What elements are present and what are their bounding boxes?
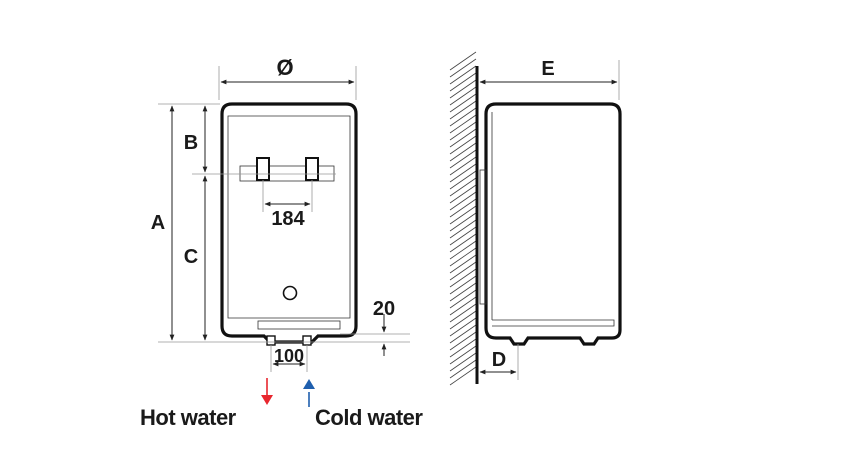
hot-water-fitting: [266, 335, 276, 346]
arrow-down-icon: [261, 378, 273, 405]
bracket-slot-left: [256, 157, 270, 181]
bracket-spacing-label: 184: [271, 208, 305, 230]
cold-water-label: Cold water: [315, 405, 423, 430]
wall-bracket: [479, 169, 487, 305]
pipe-spacing-label: 100: [274, 346, 304, 366]
dimension-d-label: D: [492, 349, 506, 371]
dimension-b-label: B: [184, 132, 198, 154]
hot-water-label: Hot water: [140, 405, 237, 430]
dimension-c-label: C: [184, 246, 198, 268]
side-tank-body: [484, 102, 622, 346]
front-view: Ø A B C 184 20 100: [140, 55, 424, 430]
side-view: E D: [449, 51, 622, 386]
diameter-label: Ø: [276, 55, 293, 80]
front-bottom-strip: [257, 320, 341, 330]
dimension-a-label: A: [151, 212, 165, 234]
wall-hatching: [449, 51, 477, 386]
arrow-up-icon: [303, 379, 315, 407]
bottom-offset-label: 20: [373, 298, 395, 320]
bracket-slot-right: [305, 157, 319, 181]
dimension-e-label: E: [541, 58, 554, 80]
indicator-lamp: [282, 285, 298, 301]
cold-water-fitting: [302, 335, 312, 346]
front-inner-panel: [227, 115, 351, 319]
mounting-bracket-band: [239, 165, 335, 182]
